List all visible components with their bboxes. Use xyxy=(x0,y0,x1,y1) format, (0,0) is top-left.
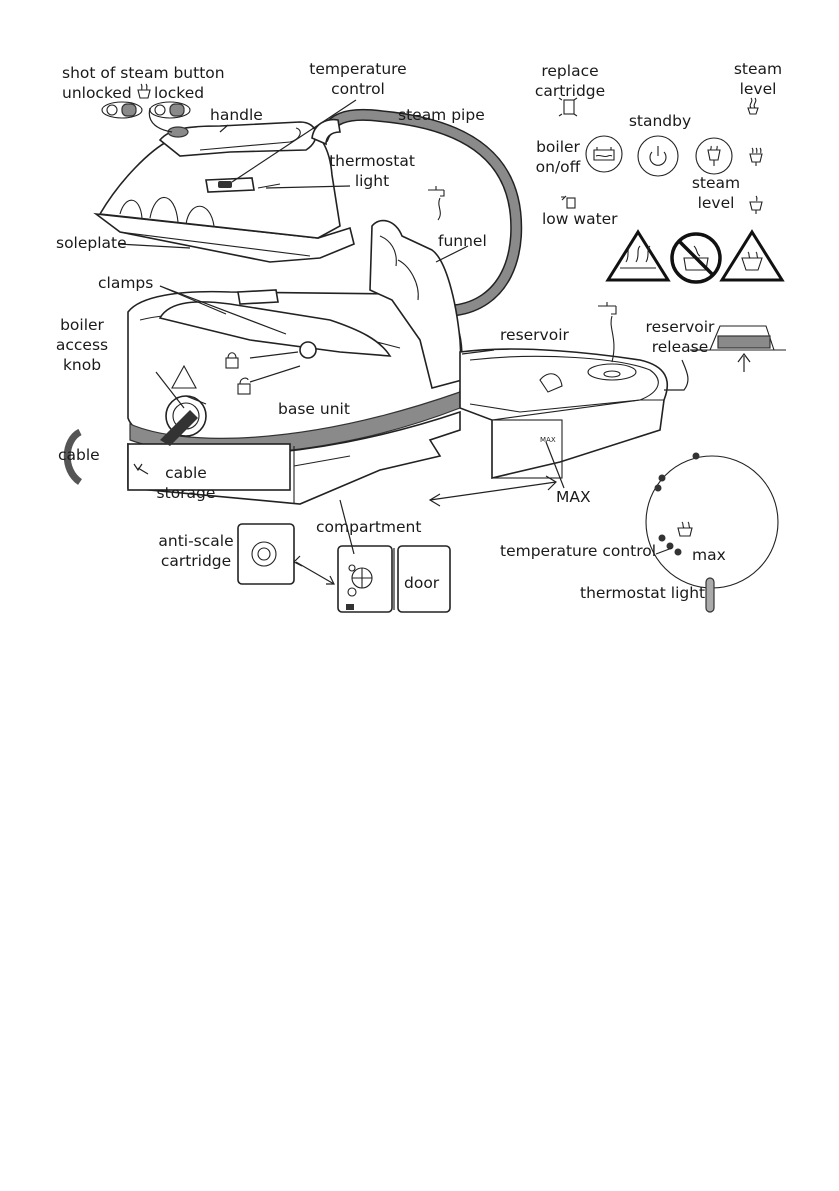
label-steam-pipe: steam pipe xyxy=(398,106,485,124)
label-handle: handle xyxy=(210,106,263,124)
label-door: door xyxy=(404,574,440,592)
label-steam-level-2: level xyxy=(698,194,735,212)
label-max-small: MAX xyxy=(540,436,556,444)
label-dial-thermostat-light: thermostat light xyxy=(580,584,705,602)
label-cable-storage-2: storage xyxy=(157,484,216,502)
label-soleplate: soleplate xyxy=(56,234,127,252)
label-boiler-access-knob-3: knob xyxy=(63,356,101,374)
label-dial-max: max xyxy=(692,546,726,564)
label-replace-cartridge-1: replace xyxy=(541,62,598,80)
tap-icon xyxy=(428,186,445,221)
label-thermostat-light-2: light xyxy=(355,172,389,190)
label-anti-scale-2: cartridge xyxy=(161,552,231,570)
steam-level-button xyxy=(695,137,733,175)
label-reservoir-release-1: reservoir xyxy=(646,318,716,336)
label-reservoir-release-2: release xyxy=(652,338,709,356)
label-max-mark: MAX xyxy=(556,488,591,506)
label-reservoir: reservoir xyxy=(500,326,570,344)
label-boiler-onoff-2: on/off xyxy=(536,158,581,176)
standby-button xyxy=(637,135,679,177)
steam-warning-icon xyxy=(719,229,785,282)
label-replace-cartridge-2: cartridge xyxy=(535,82,605,100)
label-standby: standby xyxy=(629,112,691,130)
steam-low-icon xyxy=(749,195,763,214)
no-water-bath-icon xyxy=(670,232,722,284)
label-unlocked: unlocked xyxy=(62,84,132,102)
reservoir-tap-icon xyxy=(598,302,617,363)
label-steam-level-top-1: steam xyxy=(734,60,782,78)
steam-button-detail xyxy=(101,83,191,133)
steam-high-icon xyxy=(749,147,763,166)
labels: shot of steam button unlocked locked tem… xyxy=(56,60,782,602)
label-boiler-access-knob-2: access xyxy=(56,336,108,354)
label-low-water: low water xyxy=(542,210,618,228)
label-funnel: funnel xyxy=(438,232,487,250)
boiler-access-knob xyxy=(160,395,207,446)
power-icon xyxy=(649,146,667,166)
control-panel xyxy=(558,97,785,284)
padlock-icon xyxy=(225,352,239,369)
label-locked: locked xyxy=(154,84,204,102)
padlock-open-icon xyxy=(237,377,251,395)
handle-shape xyxy=(158,121,317,157)
label-temperature-control-1: temperature xyxy=(309,60,406,78)
label-cable-storage-1: cable xyxy=(165,464,207,482)
label-boiler-onoff-1: boiler xyxy=(536,138,580,156)
cartridge-icon xyxy=(558,97,578,117)
leader-lines xyxy=(117,99,700,555)
label-steam-level-top-2: level xyxy=(740,80,777,98)
label-compartment: compartment xyxy=(316,518,421,536)
iron xyxy=(93,108,523,317)
dial-steam-icon xyxy=(677,521,693,537)
label-cable: cable xyxy=(58,446,100,464)
label-anti-scale-1: anti-scale xyxy=(158,532,233,550)
label-clamps: clamps xyxy=(98,274,153,292)
anti-scale-cartridge xyxy=(237,523,295,585)
reservoir xyxy=(459,302,689,480)
thermostat-light-bar xyxy=(705,577,715,613)
label-shot-of-steam-button: shot of steam button xyxy=(62,64,225,82)
boiler-icon xyxy=(593,147,615,161)
label-boiler-access-knob-1: boiler xyxy=(60,316,104,334)
base-unit xyxy=(63,186,463,505)
soleplate-shape xyxy=(93,212,355,263)
hot-surface-warning-icon xyxy=(605,229,671,282)
label-temperature-control-2: control xyxy=(331,80,385,98)
label-base-unit: base unit xyxy=(278,400,350,418)
steam-level-top-icon xyxy=(747,97,759,115)
iron-thermostat-light xyxy=(257,183,281,189)
funnel-tower xyxy=(369,219,463,389)
cable-storage-box xyxy=(127,443,291,491)
temperature-dial xyxy=(645,452,779,613)
arrow-icon xyxy=(292,475,557,585)
label-steam-level-1: steam xyxy=(692,174,740,192)
reservoir-release-inset xyxy=(700,325,786,372)
label-dial-temperature-control: temperature control xyxy=(500,542,656,560)
boiler-onoff-button xyxy=(585,135,623,173)
cable-line xyxy=(63,428,83,485)
low-water-icon xyxy=(561,195,576,209)
base-steam-warning-icon xyxy=(171,364,197,389)
compartment xyxy=(337,545,451,613)
label-thermostat-light-1: thermostat xyxy=(329,152,415,170)
steam-icon xyxy=(137,83,151,99)
